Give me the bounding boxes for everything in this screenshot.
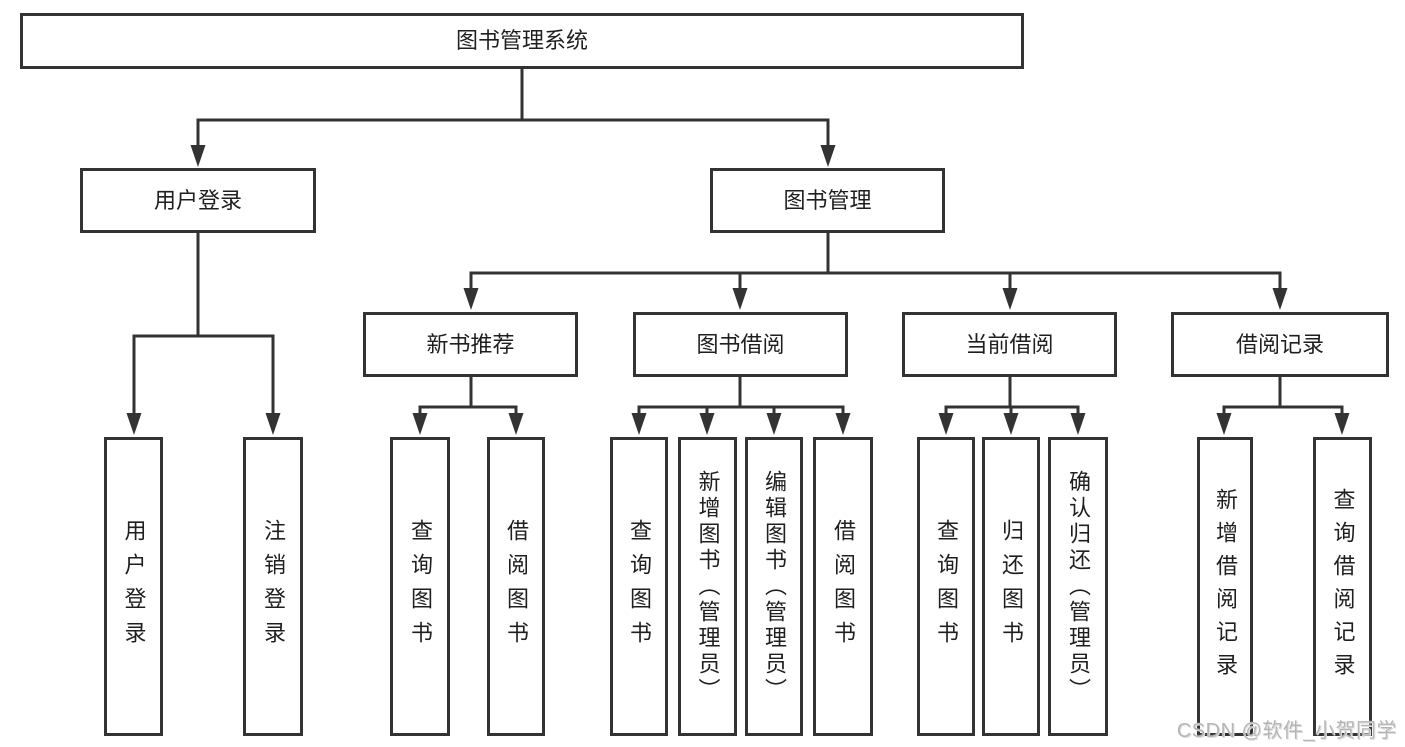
node-current-borrow-label: 当前借阅 bbox=[965, 331, 1054, 357]
node-book-borrow-label: 图书借阅 bbox=[696, 331, 785, 357]
leaf-query-books-recommend-label: 查询图书 bbox=[408, 518, 433, 655]
leaf-user-login-label: 用户登录 bbox=[121, 518, 147, 655]
node-user-login-module-label: 用户登录 bbox=[153, 187, 242, 213]
leaf-query-books-recommend: 查询图书 bbox=[390, 437, 450, 736]
node-new-book-recommend-label: 新书推荐 bbox=[426, 331, 515, 357]
leaf-borrow-books-recommend: 借阅图书 bbox=[487, 437, 545, 736]
node-book-management-module: 图书管理 bbox=[710, 168, 945, 233]
leaf-query-books-borrow: 查询图书 bbox=[610, 437, 668, 736]
leaf-return-books-label: 归还图书 bbox=[999, 518, 1024, 655]
node-borrow-records-label: 借阅记录 bbox=[1235, 331, 1324, 357]
connector-borrow-records-branch bbox=[1216, 375, 1350, 435]
node-current-borrow: 当前借阅 bbox=[902, 312, 1117, 377]
leaf-add-books-admin-label: 新增图书（管理员） bbox=[695, 469, 721, 704]
leaf-user-login: 用户登录 bbox=[104, 437, 163, 736]
leaf-add-borrow-record: 新增借阅记录 bbox=[1197, 437, 1253, 736]
leaf-edit-books-admin: 编辑图书（管理员） bbox=[745, 437, 803, 736]
leaf-query-books-borrow-label: 查询图书 bbox=[627, 518, 652, 655]
leaf-query-books-current: 查询图书 bbox=[917, 437, 975, 736]
csdn-watermark: CSDN @软件_小贺同学 bbox=[1176, 720, 1397, 742]
node-root-system: 图书管理系统 bbox=[20, 13, 1024, 69]
node-book-borrow: 图书借阅 bbox=[633, 312, 848, 377]
connector-book-management-branch bbox=[463, 231, 1288, 310]
node-new-book-recommend: 新书推荐 bbox=[363, 312, 578, 377]
leaf-confirm-return-admin-label: 确认归还（管理员） bbox=[1066, 469, 1091, 704]
leaf-borrow-books: 借阅图书 bbox=[813, 437, 873, 736]
leaf-borrow-books-recommend-label: 借阅图书 bbox=[504, 518, 529, 655]
node-book-management-module-label: 图书管理 bbox=[783, 187, 872, 213]
leaf-query-borrow-record-label: 查询借阅记录 bbox=[1330, 487, 1356, 686]
leaf-logout: 注销登录 bbox=[243, 437, 303, 736]
connector-book-borrow-branch bbox=[631, 375, 851, 435]
node-user-login-module: 用户登录 bbox=[80, 168, 316, 233]
node-root-system-label: 图书管理系统 bbox=[455, 28, 588, 53]
node-borrow-records: 借阅记录 bbox=[1171, 312, 1389, 377]
connector-new-book-branch bbox=[412, 375, 524, 435]
connector-current-borrow-branch bbox=[938, 375, 1086, 435]
leaf-query-borrow-record: 查询借阅记录 bbox=[1313, 437, 1372, 736]
leaf-return-books: 归还图书 bbox=[982, 437, 1040, 736]
leaf-add-borrow-record-label: 新增借阅记录 bbox=[1213, 487, 1238, 686]
connector-user-login-branch bbox=[126, 231, 281, 435]
leaf-borrow-books-label: 借阅图书 bbox=[831, 518, 856, 655]
leaf-add-books-admin: 新增图书（管理员） bbox=[678, 437, 737, 736]
leaf-confirm-return-admin: 确认归还（管理员） bbox=[1048, 437, 1108, 736]
leaf-logout-label: 注销登录 bbox=[261, 518, 286, 655]
leaf-query-books-current-label: 查询图书 bbox=[934, 518, 959, 655]
leaf-edit-books-admin-label: 编辑图书（管理员） bbox=[762, 469, 787, 704]
connector-root-branch bbox=[190, 67, 836, 167]
